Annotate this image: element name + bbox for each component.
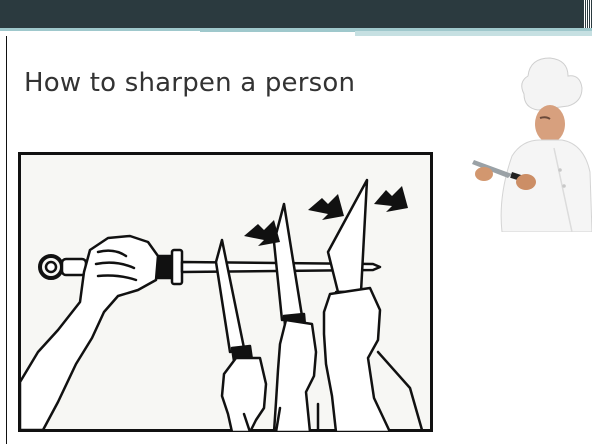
slide-title: How to sharpen a person	[24, 68, 355, 98]
chef-hat	[522, 58, 582, 110]
chef-hand-left	[475, 167, 493, 181]
chef-hand-right	[516, 174, 536, 190]
header-band	[0, 0, 592, 28]
accent-thin-line	[200, 31, 355, 32]
chef-face	[535, 105, 565, 143]
accent-strip	[0, 28, 592, 36]
left-rule	[6, 36, 7, 444]
knife-sharpening-illustration	[18, 152, 433, 432]
chef-photo	[468, 52, 592, 232]
accent-bar	[355, 31, 592, 36]
chef-jacket	[501, 140, 592, 232]
